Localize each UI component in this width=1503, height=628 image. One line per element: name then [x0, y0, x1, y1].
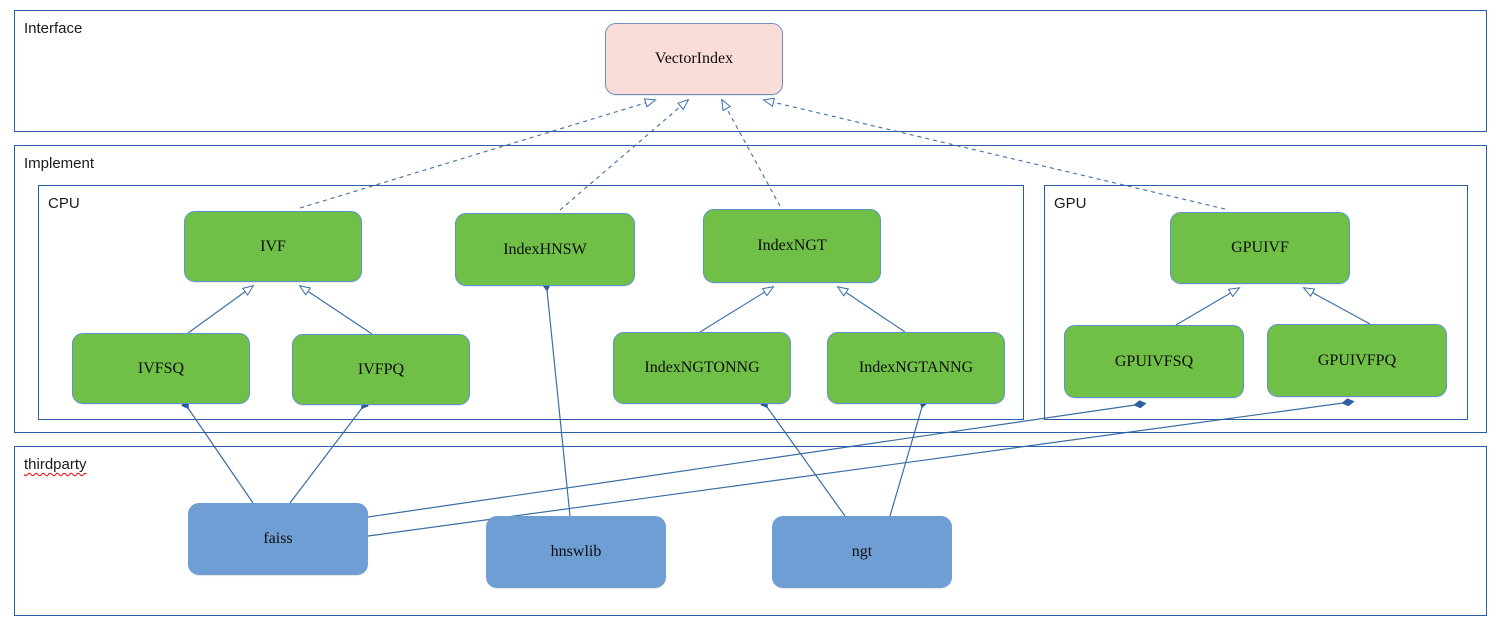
node-indexngtanng[interactable]: IndexNGTANNG [827, 332, 1005, 404]
group-label-implement: Implement [24, 155, 95, 172]
node-ngt[interactable]: ngt [772, 516, 952, 588]
node-indexngt[interactable]: IndexNGT [703, 209, 881, 283]
group-label-interface: Interface [24, 20, 83, 37]
group-box-implement [14, 145, 1487, 433]
group-label-gpu: GPU [1054, 195, 1087, 212]
node-indexhnsw[interactable]: IndexHNSW [455, 213, 635, 286]
node-ivfpq[interactable]: IVFPQ [292, 334, 470, 405]
node-ivfsq[interactable]: IVFSQ [72, 333, 250, 404]
group-label-cpu: CPU [48, 195, 80, 212]
node-indexngtonng[interactable]: IndexNGTONNG [613, 332, 791, 404]
node-ivf[interactable]: IVF [184, 211, 362, 282]
node-gpuivfsq[interactable]: GPUIVFSQ [1064, 325, 1244, 398]
node-hnswlib[interactable]: hnswlib [486, 516, 666, 588]
node-gpuivf[interactable]: GPUIVF [1170, 212, 1350, 284]
group-box-cpu [38, 185, 1024, 420]
node-vectorindex[interactable]: VectorIndex [605, 23, 783, 95]
group-label-thirdparty: thirdparty [24, 456, 87, 473]
group-box-interface [14, 10, 1487, 132]
node-faiss[interactable]: faiss [188, 503, 368, 575]
group-box-thirdparty [14, 446, 1487, 616]
node-gpuivfpq[interactable]: GPUIVFPQ [1267, 324, 1447, 397]
group-box-gpu [1044, 185, 1468, 420]
